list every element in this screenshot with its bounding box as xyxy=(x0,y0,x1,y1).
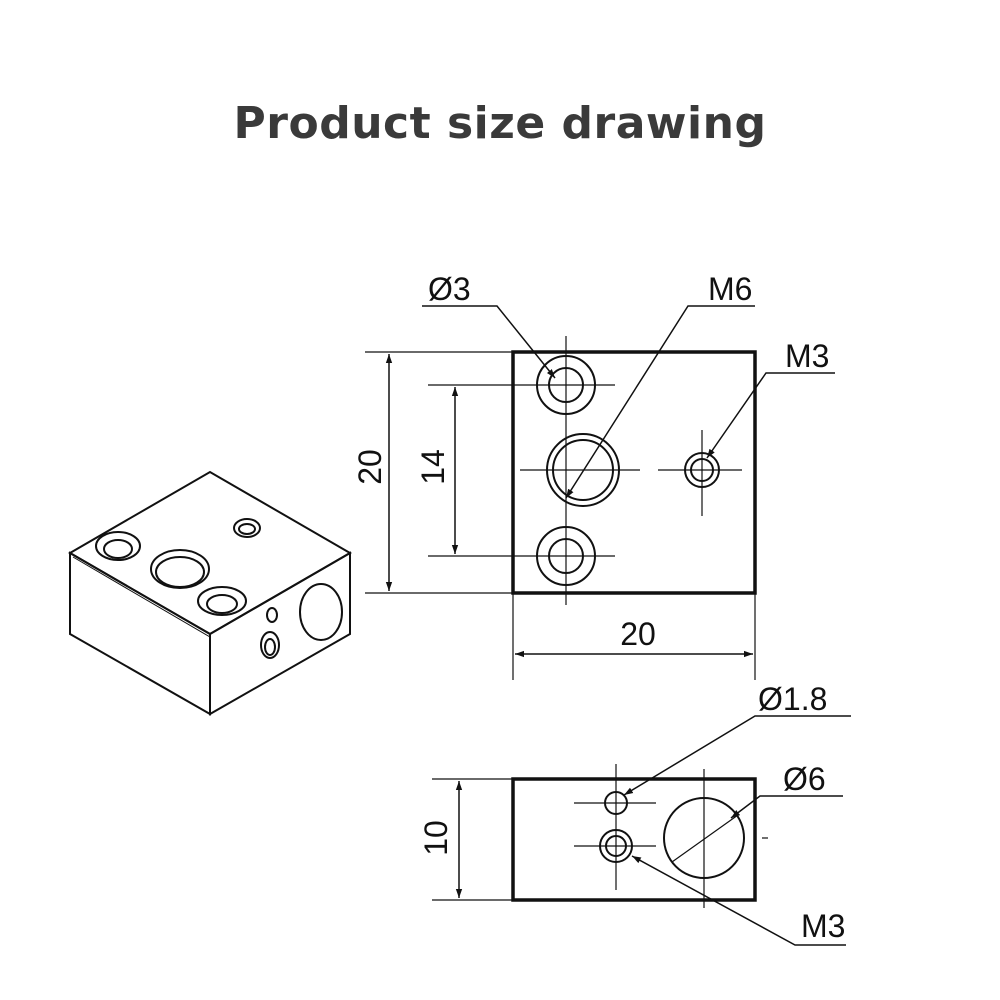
label-m6: M6 xyxy=(708,271,752,307)
iso-side-hole-small xyxy=(266,607,278,623)
hole-m6 xyxy=(546,433,620,507)
hole-m3-top xyxy=(684,452,720,488)
label-phi1-8: Ø1.8 xyxy=(758,681,827,717)
label-dim-20-vertical: 20 xyxy=(352,449,388,485)
iso-hole-m6 xyxy=(150,549,210,589)
hole-phi1-8 xyxy=(604,791,628,815)
isometric-block-view xyxy=(68,470,352,716)
label-dim-10: 10 xyxy=(418,820,454,856)
label-m3-bottom: M3 xyxy=(801,908,845,944)
hole-phi3-outer-bottom xyxy=(536,526,596,586)
label-phi6: Ø6 xyxy=(783,761,826,797)
hole-phi6 xyxy=(663,797,745,879)
page-title: Product size drawing xyxy=(233,98,767,149)
hole-phi3-outer-top xyxy=(536,355,596,415)
iso-hole-m3-top xyxy=(95,531,141,561)
iso-hole-small xyxy=(233,518,261,538)
top-view xyxy=(365,305,835,680)
block-left-face xyxy=(69,551,211,716)
label-dim-14: 14 xyxy=(415,449,451,485)
label-dim-20-horizontal: 20 xyxy=(620,616,656,652)
label-m3-top: M3 xyxy=(785,338,829,374)
label-phi3: Ø3 xyxy=(428,271,471,307)
iso-side-hole-m3 xyxy=(260,631,280,659)
iso-side-hole-large xyxy=(299,583,343,641)
top-view-outline xyxy=(511,350,757,595)
block-right-face xyxy=(209,551,351,716)
iso-hole-m3-bottom xyxy=(197,586,247,616)
front-view-outline xyxy=(511,777,757,902)
front-view xyxy=(432,715,851,946)
hole-m3-front xyxy=(599,829,633,863)
